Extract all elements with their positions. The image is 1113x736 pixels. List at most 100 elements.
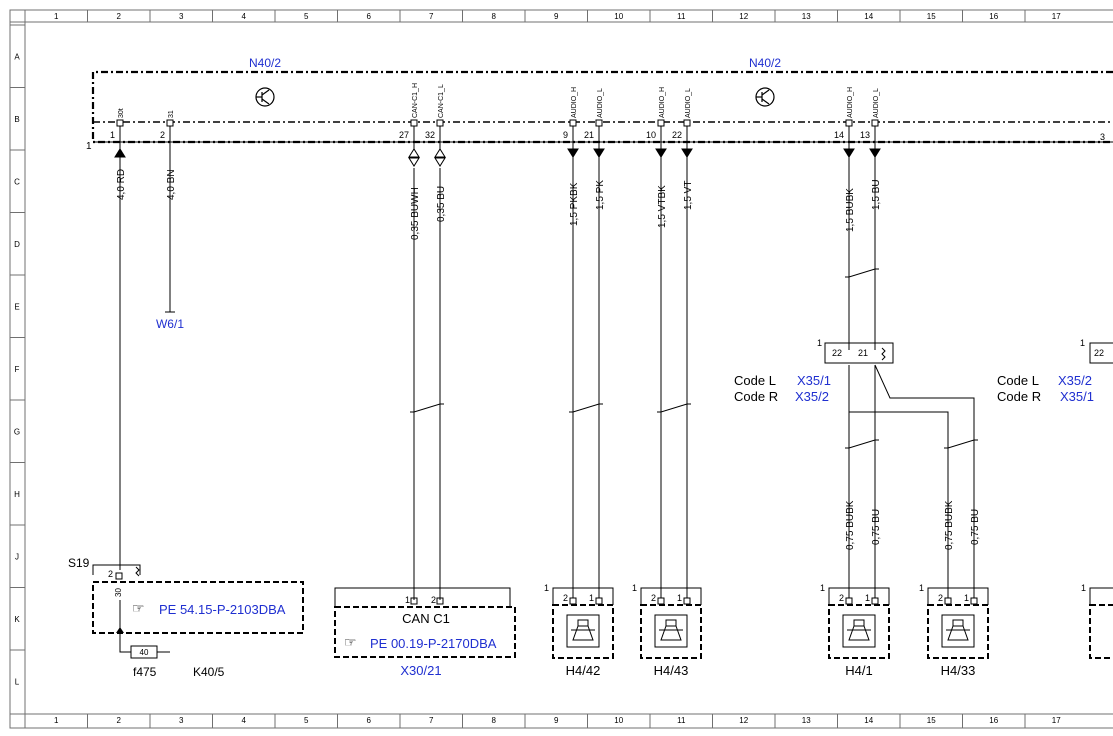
column-label: 7 <box>429 12 434 21</box>
column-label: 6 <box>367 716 372 725</box>
speaker-marker: 1 <box>919 583 924 593</box>
speaker-icon <box>566 614 600 648</box>
module-edge-marker-left: 1 <box>86 141 92 152</box>
speaker-id: H4/33 <box>941 663 976 678</box>
wire-label: 1,5 PK <box>595 180 606 210</box>
doc-reference: PE 54.15-P-2103DBA <box>159 602 286 617</box>
column-label: 6 <box>367 12 372 21</box>
column-label: 12 <box>739 12 748 21</box>
pin-number: 14 <box>834 130 844 140</box>
speaker-pin: 1 <box>964 593 969 603</box>
wire-label: 1,5 BU <box>871 179 882 210</box>
relay-module: S19 2 30 ☞ PE 54.15-P-2103DBA 40 f475 K4… <box>68 556 304 679</box>
speaker-marker: 1 <box>820 583 825 593</box>
pin-number: 1 <box>110 130 115 140</box>
code-label: Code L <box>997 373 1039 388</box>
column-label: 8 <box>492 12 497 21</box>
speaker-id: H4/1 <box>845 663 872 678</box>
can-title: CAN C1 <box>402 611 450 626</box>
code-ref: X35/2 <box>795 389 829 404</box>
column-label: 9 <box>554 716 559 725</box>
speaker-icon <box>654 614 688 648</box>
frame <box>9 9 1113 729</box>
pin-number: 2 <box>160 130 165 140</box>
wire-label: 4,0 RD <box>116 169 127 200</box>
column-label: 1 <box>54 716 59 725</box>
column-label: 15 <box>927 12 936 21</box>
code-ref: X35/2 <box>1058 373 1092 388</box>
column-label: 4 <box>242 12 247 21</box>
column-label: 11 <box>677 716 686 725</box>
module-pin: 32 CAN-C1_L <box>425 84 446 167</box>
wire-label: 1,5 VT <box>683 181 694 210</box>
wire-lines <box>119 160 975 600</box>
pin-signal: AUDIO_H <box>847 87 854 118</box>
wire-label: 1,5 BUBK <box>845 188 856 232</box>
speaker-pin: 1 <box>677 593 682 603</box>
pin-signal: CAN-C1_L <box>438 84 445 118</box>
fuse-value: 40 <box>140 648 149 657</box>
pin-signal: AUDIO_L <box>873 88 880 118</box>
wire-label: 0,75 BUBK <box>944 500 955 550</box>
row-label: E <box>14 302 19 311</box>
code-labels: Code L X35/1 Code R X35/2 Code L X35/2 C… <box>734 373 1094 404</box>
module-edge-marker-right: 3 <box>1100 132 1105 142</box>
connector-pin-2: 22 <box>1094 348 1104 358</box>
speaker-id: H4/43 <box>654 663 689 678</box>
column-label: 9 <box>554 12 559 21</box>
pointer-icon: ☞ <box>344 634 357 650</box>
can-id: X30/21 <box>400 663 441 678</box>
speaker-id: H4/42 <box>566 663 601 678</box>
column-label: 16 <box>989 12 998 21</box>
module-label-left: N40/2 <box>249 56 281 70</box>
connector-marker: 1 <box>817 338 822 348</box>
column-label: 11 <box>677 12 686 21</box>
column-label: 16 <box>989 716 998 725</box>
wire-label: 1,5 PKBK <box>569 182 580 226</box>
column-label: 13 <box>802 716 811 725</box>
speaker-pin: 2 <box>563 593 568 603</box>
column-label: 17 <box>1052 12 1061 21</box>
module-pin: 13 AUDIO_L <box>860 88 881 160</box>
speaker-icon <box>842 614 876 648</box>
wire-label: 0,75 BUBK <box>845 500 856 550</box>
column-label: 10 <box>614 716 623 725</box>
connector-pin-a: 22 <box>832 348 842 358</box>
row-label: F <box>15 365 20 374</box>
column-label: 8 <box>492 716 497 725</box>
relay-pin: 2 <box>108 569 113 579</box>
twisted-pair-marks <box>410 268 978 449</box>
pin-number: 32 <box>425 130 435 140</box>
pin-number: 22 <box>672 130 682 140</box>
doc-reference: PE 00.19-P-2170DBA <box>370 636 497 651</box>
column-label: 7 <box>429 716 434 725</box>
pin-signal: AUDIO_H <box>659 87 666 118</box>
pin-signal: AUDIO_H <box>571 87 578 118</box>
row-label: C <box>14 177 20 186</box>
fuse-id: f475 <box>133 665 157 679</box>
relay-id: K40/5 <box>193 665 225 679</box>
pin-number: 21 <box>584 130 594 140</box>
splice-label: S19 <box>68 556 90 570</box>
row-label: J <box>15 552 19 561</box>
column-label: 1 <box>54 12 59 21</box>
pin-signal: AUDIO_L <box>685 88 692 118</box>
speaker-marker: 1 <box>1081 583 1086 593</box>
column-labels: 1122334455667788991010111112121313141415… <box>54 12 1061 725</box>
speaker-pin: 2 <box>839 593 844 603</box>
module-label-right: N40/2 <box>749 56 781 70</box>
pin-number: 13 <box>860 130 870 140</box>
can-pin-1: 1 <box>405 595 410 605</box>
code-ref: X35/1 <box>797 373 831 388</box>
speaker-marker: 1 <box>632 583 637 593</box>
row-label: D <box>14 240 20 249</box>
